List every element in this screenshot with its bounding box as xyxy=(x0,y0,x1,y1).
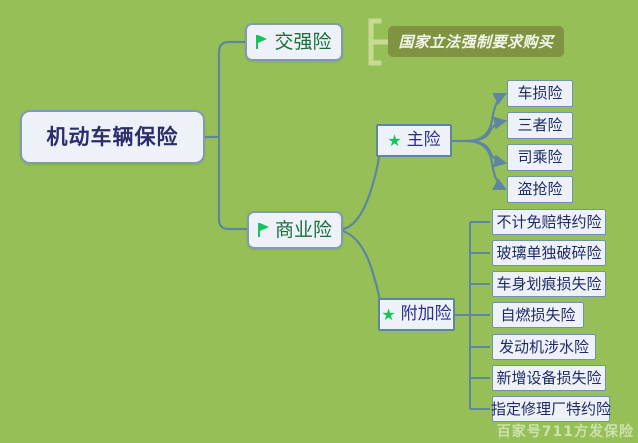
branch-node-compulsory[interactable]: 交强险 xyxy=(245,23,343,61)
additional-item-label: 不计免赔特约险 xyxy=(496,212,602,231)
list-item[interactable]: 自燃损失险 xyxy=(492,302,584,328)
list-item[interactable]: 新增设备损失险 xyxy=(492,365,606,391)
additional-item-label: 指定修理厂特约险 xyxy=(491,399,612,418)
additional-item-label: 发动机涉水险 xyxy=(498,337,589,356)
list-item[interactable]: 发动机涉水险 xyxy=(492,334,596,360)
branch-node-commercial[interactable]: 商业险 xyxy=(247,211,343,249)
list-item[interactable]: 车损险 xyxy=(507,80,573,107)
additional-item-label: 新增设备损失险 xyxy=(496,368,602,387)
annotation-compulsory-note: 国家立法强制要求购买 xyxy=(388,26,564,57)
star-icon: ★ xyxy=(387,130,402,150)
main-item-label: 三者险 xyxy=(517,116,563,134)
list-item[interactable]: 指定修理厂特约险 xyxy=(491,396,612,422)
additional-item-label: 车身划痕损失险 xyxy=(496,274,602,293)
additional-item-label: 自燃损失险 xyxy=(500,305,576,324)
main-item-label: 司乘险 xyxy=(517,148,563,166)
subgroup-node-additional-label: 附加险 xyxy=(400,304,452,324)
list-item[interactable]: 车身划痕损失险 xyxy=(492,271,606,297)
root-node[interactable]: 机动车辆保险 xyxy=(20,110,205,164)
main-item-label: 车损险 xyxy=(517,84,563,102)
list-item[interactable]: 司乘险 xyxy=(507,144,573,171)
additional-item-label: 玻璃单独破碎险 xyxy=(496,243,602,262)
subgroup-node-main[interactable]: ★ 主险 xyxy=(376,124,452,157)
subgroup-node-additional[interactable]: ★ 附加险 xyxy=(378,298,455,331)
watermark: 百家号711方发保险 xyxy=(497,421,634,441)
branch-node-commercial-label: 商业险 xyxy=(274,218,332,241)
star-icon: ★ xyxy=(381,304,396,324)
flag-icon xyxy=(256,35,269,49)
branch-node-compulsory-label: 交强险 xyxy=(274,30,332,53)
list-item[interactable]: 玻璃单独破碎险 xyxy=(492,240,606,266)
subgroup-node-main-label: 主险 xyxy=(406,130,441,150)
root-node-label: 机动车辆保险 xyxy=(46,124,179,149)
annotation-label: 国家立法强制要求购买 xyxy=(398,33,554,51)
list-item[interactable]: 不计免赔特约险 xyxy=(492,209,606,235)
main-item-label: 盗抢险 xyxy=(517,180,563,198)
flag-icon xyxy=(258,223,270,237)
list-item[interactable]: 三者险 xyxy=(507,112,573,139)
list-item[interactable]: 盗抢险 xyxy=(507,176,573,203)
watermark-label: 百家号711方发保险 xyxy=(496,424,634,440)
